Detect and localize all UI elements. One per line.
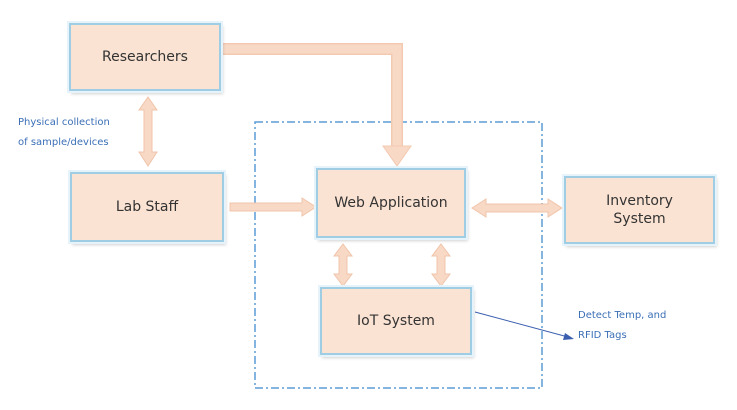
researchers-labstaff-double-arrow <box>138 96 158 167</box>
researchers-to-webapp-arrowhead <box>382 145 412 167</box>
researchers-node: Researchers <box>69 23 221 91</box>
webapp-inventory-double-arrow <box>471 198 563 218</box>
webapp-iot-double-arrow-right <box>431 243 451 287</box>
researchers-to-webapp-connector <box>221 43 403 148</box>
system-boundary <box>254 121 543 389</box>
labstaff-to-webapp-arrow <box>229 197 317 217</box>
inventory-system-node: Inventory System <box>564 176 715 244</box>
detect-temp-rfid-annotation: Detect Temp, and RFID Tags <box>578 310 667 341</box>
iot-detect-pointer-arrowhead <box>563 333 574 340</box>
iot-system-node: IoT System <box>320 287 472 355</box>
physical-collection-annotation: Physical collection of sample/devices <box>18 117 110 148</box>
web-application-node: Web Application <box>316 168 466 238</box>
webapp-iot-double-arrow-left <box>333 243 353 287</box>
researchers-to-webapp-connector-fill <box>221 44 402 148</box>
lab-staff-node: Lab Staff <box>70 172 224 242</box>
iot-detect-pointer-line <box>474 311 569 338</box>
